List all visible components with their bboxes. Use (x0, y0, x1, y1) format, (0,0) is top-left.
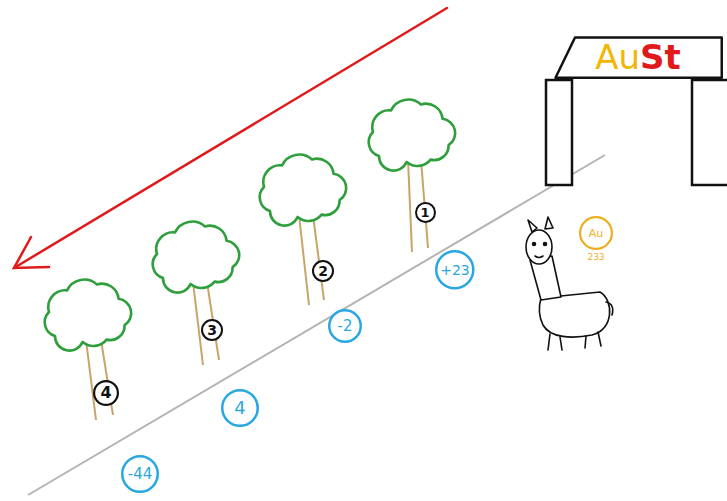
road-line (28, 155, 605, 495)
value-bubble-text: +23 (440, 263, 470, 277)
trunk-line (313, 215, 324, 300)
gate-sign-text: Au (595, 40, 640, 74)
direction-arrow (14, 8, 447, 268)
node-content: -44 (121, 455, 159, 493)
value-bubble: -2 (328, 309, 362, 343)
alpaca-leg (585, 336, 586, 348)
node-content: 3 (201, 319, 223, 341)
value-bubble-text: -2 (338, 319, 353, 334)
alpaca-eye (533, 243, 536, 246)
node-content: Au233 (579, 216, 613, 250)
circle-outline (313, 261, 333, 281)
node-content: AuSt (553, 35, 723, 79)
gate-sign-text: St (640, 40, 681, 74)
trunk-line (193, 282, 203, 365)
arrow-shaft (14, 8, 447, 268)
circle-outline (416, 203, 435, 222)
gate-sign: AuSt (553, 35, 723, 79)
tree-number-text: 2 (318, 264, 328, 278)
circle-outline (122, 456, 158, 492)
circle-outline (222, 390, 258, 426)
trunk-line (299, 215, 309, 305)
alpaca (526, 217, 613, 350)
gold-coin: Au233 (579, 216, 613, 250)
value-bubble-text: -44 (128, 467, 153, 482)
circle-outline (580, 217, 612, 249)
alpaca-tail (606, 302, 613, 315)
value-bubble: 4 (221, 389, 259, 427)
gold-coin-text: 233 (587, 253, 604, 262)
tree-number-text: 1 (420, 206, 429, 219)
node-content: 4 (221, 389, 259, 427)
circle-outline (202, 320, 222, 340)
tree-crown (369, 100, 455, 171)
circle-outline (329, 310, 361, 342)
alpaca-mouth (535, 256, 543, 258)
circle-outline (94, 381, 118, 405)
alpaca-leg (598, 332, 601, 346)
gold-coin-text: Au (589, 228, 604, 239)
node-content: 1 (415, 202, 436, 223)
tree-crown (260, 155, 346, 226)
value-bubble: -44 (121, 455, 159, 493)
tree-crown (45, 280, 131, 351)
tree-number: 2 (312, 260, 334, 282)
value-bubble: +23 (435, 250, 475, 290)
arrow-head (14, 237, 49, 268)
alpaca-leg (548, 334, 550, 350)
tree-trunks (86, 160, 428, 420)
alpaca-leg (560, 337, 562, 350)
tree-crown (153, 222, 239, 293)
value-bubble-text: 4 (234, 399, 245, 417)
gate-pillar (692, 80, 727, 185)
alpaca-ear (545, 217, 553, 229)
tree-number: 4 (93, 380, 119, 406)
trunk-line (86, 340, 96, 420)
tree-number: 3 (201, 319, 223, 341)
node-content: 4 (93, 380, 119, 406)
gate-pillar (546, 80, 572, 185)
circle-outline (436, 251, 473, 288)
alpaca-eye (544, 243, 547, 246)
sign-outline (556, 38, 722, 78)
alpaca-head (526, 230, 552, 264)
tree-number-text: 4 (100, 385, 111, 401)
node-content: +23 (435, 250, 475, 290)
node-content: 2 (312, 260, 334, 282)
tree-number-text: 3 (207, 323, 217, 337)
tree-number: 1 (415, 202, 436, 223)
trunk-line (408, 160, 412, 252)
node-content: -2 (328, 309, 362, 343)
